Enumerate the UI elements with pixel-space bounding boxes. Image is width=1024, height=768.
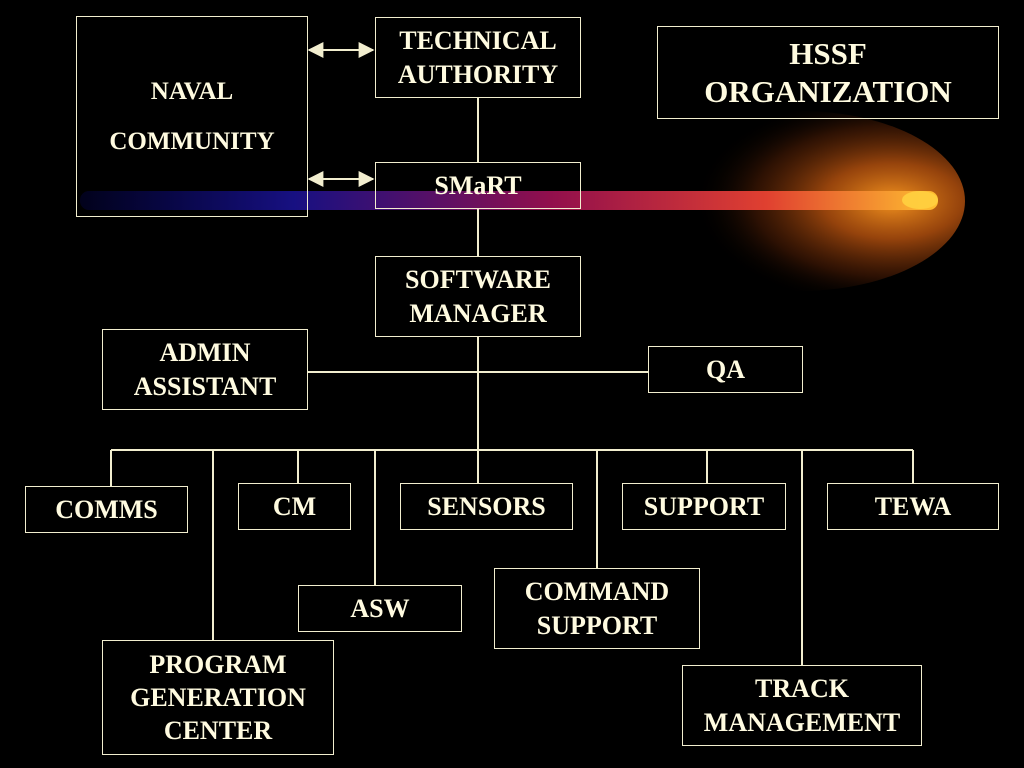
naval-community-line2: COMMUNITY	[109, 127, 275, 155]
qa-label: QA	[706, 354, 745, 384]
software-manager-box: SOFTWARE MANAGER	[375, 256, 581, 337]
track-management-box: TRACK MANAGEMENT	[682, 665, 922, 746]
sensors-box: SENSORS	[400, 483, 573, 530]
program-generation-center-line1: PROGRAM	[149, 649, 287, 679]
admin-assistant-line1: ADMIN	[159, 338, 251, 368]
sensors-label: SENSORS	[427, 491, 546, 521]
track-management-line1: TRACK	[755, 674, 849, 704]
chart-title: HSSF ORGANIZATION	[657, 26, 999, 119]
comms-label: COMMS	[55, 494, 158, 524]
comet-tail	[80, 191, 938, 210]
command-support-line2: SUPPORT	[536, 610, 658, 640]
chart-title-line2: ORGANIZATION	[704, 73, 952, 109]
track-management-line2: MANAGEMENT	[703, 707, 901, 737]
cm-label: CM	[272, 491, 317, 521]
asw-label: ASW	[350, 593, 410, 623]
admin-assistant-box: ADMIN ASSISTANT	[102, 329, 308, 410]
support-box: SUPPORT	[622, 483, 786, 530]
cm-box: CM	[238, 483, 351, 530]
naval-community-line1: NAVAL	[150, 77, 234, 105]
program-generation-center-line3: CENTER	[163, 716, 273, 746]
technical-authority-line1: TECHNICAL	[399, 26, 557, 56]
chart-title-line1: HSSF	[789, 36, 867, 72]
smart-box: SMaRT	[375, 162, 581, 209]
admin-assistant-line2: ASSISTANT	[133, 371, 277, 401]
command-support-box: COMMAND SUPPORT	[494, 568, 700, 649]
software-manager-line1: SOFTWARE	[405, 265, 551, 295]
tewa-label: TEWA	[874, 491, 952, 521]
comet-core	[902, 191, 938, 209]
technical-authority-box: TECHNICAL AUTHORITY	[375, 17, 581, 98]
qa-box: QA	[648, 346, 803, 393]
asw-box: ASW	[298, 585, 462, 632]
naval-community-box: NAVAL COMMUNITY	[76, 16, 308, 217]
command-support-line1: COMMAND	[524, 577, 670, 607]
program-generation-center-box: PROGRAM GENERATION CENTER	[102, 640, 334, 755]
tewa-box: TEWA	[827, 483, 999, 530]
smart-label: SMaRT	[434, 170, 522, 200]
software-manager-line2: MANAGER	[409, 298, 547, 328]
support-label: SUPPORT	[643, 491, 765, 521]
program-generation-center-line2: GENERATION	[130, 682, 306, 712]
technical-authority-line2: AUTHORITY	[397, 59, 559, 89]
comms-box: COMMS	[25, 486, 188, 533]
